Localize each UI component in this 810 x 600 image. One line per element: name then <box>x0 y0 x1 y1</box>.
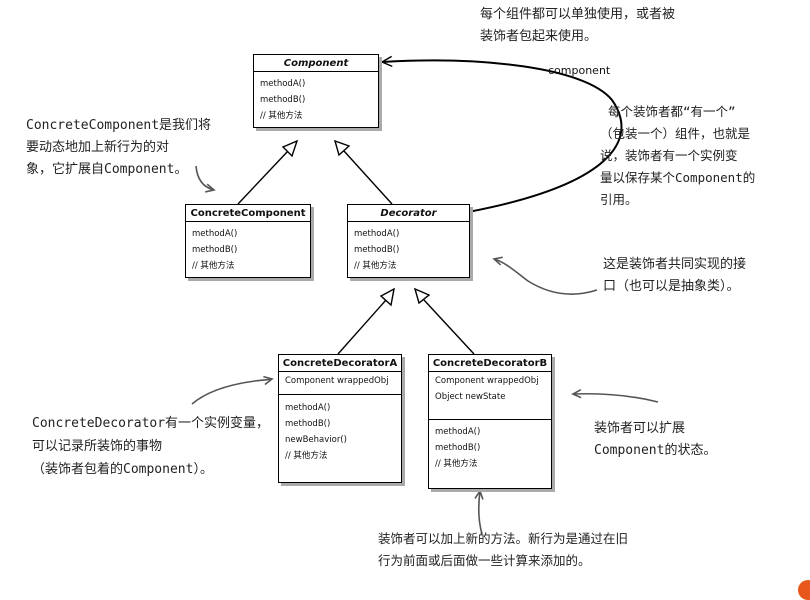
note-line: ConcreteDecorator有一个实例变量， <box>32 416 270 431</box>
method: // 其他方法 <box>260 111 303 121</box>
method: // 其他方法 <box>435 459 478 469</box>
method: methodB() <box>354 245 400 255</box>
pointer-arrow <box>492 256 598 295</box>
inheritance-line-decorator-a <box>337 299 387 355</box>
inheritance-line-decorator-b <box>423 299 475 355</box>
class-name: ConcreteDecoratorB <box>429 355 551 372</box>
method: methodB() <box>260 95 306 105</box>
pointer-arrow <box>195 165 216 193</box>
class-name: Decorator <box>348 205 469 222</box>
note-line: 每个装饰者都“有一个” <box>608 104 736 119</box>
note-line: （包装一个）组件，也就是 <box>600 126 751 141</box>
note-line: 装饰者可以加上新的方法。新行为是通过在旧 <box>378 531 629 546</box>
method: // 其他方法 <box>285 451 328 461</box>
method: newBehavior() <box>285 435 347 445</box>
note-line: 量以保存某个Component的 <box>600 170 756 185</box>
note-line: 每个组件都可以单独使用，或者被 <box>480 7 676 22</box>
note-line: 装饰者包起来使用。 <box>480 29 598 44</box>
note-line: 引用。 <box>600 192 638 207</box>
inheritance-line-decorator <box>343 150 393 205</box>
inheritance-line-concrete-component <box>237 150 289 205</box>
pointer-arrow <box>474 489 484 535</box>
method: methodB() <box>192 245 238 255</box>
fields-section: Component wrappedObj <box>279 372 401 394</box>
inheritance-arrowhead <box>413 287 431 305</box>
inheritance-arrowhead <box>281 139 299 158</box>
inheritance-arrowhead <box>333 139 351 157</box>
page-corner-tab <box>798 580 810 600</box>
note-line: 可以记录所装饰的事物 <box>32 439 163 454</box>
class-name: ConcreteDecoratorA <box>279 355 401 372</box>
note-line: 说，装饰者有一个实例变 <box>600 148 738 163</box>
field: Component wrappedObj <box>435 376 539 386</box>
method: methodA() <box>285 403 331 413</box>
note-line: 这是装饰者共同实现的接 <box>603 257 747 272</box>
pointer-arrow <box>191 375 274 405</box>
class-concrete-decorator-a: ConcreteDecoratorA Component wrappedObj … <box>278 354 402 483</box>
note-line: （装饰者包着的Component）。 <box>32 462 213 477</box>
note-top: 每个组件都可以单独使用，或者被 装饰者包起来使用。 <box>480 4 675 48</box>
association-arc <box>382 60 623 213</box>
methods-section: methodA() methodB() // 其他方法 <box>348 222 469 277</box>
note-bottom: 装饰者可以加上新的方法。新行为是通过在旧 行为前面或后面做一些计算来添加的。 <box>378 528 628 572</box>
note-line: 装饰者可以扩展 <box>594 421 686 436</box>
field: Object newState <box>435 392 506 402</box>
note-right-mid: 这是装饰者共同实现的接 口（也可以是抽象类）。 <box>603 254 746 298</box>
methods-section: methodA() methodB() // 其他方法 <box>254 72 378 127</box>
method: methodA() <box>260 79 306 89</box>
methods-section: methodA() methodB() // 其他方法 <box>429 419 551 488</box>
note-right-bottom: 装饰者可以扩展 Component的状态。 <box>594 418 716 462</box>
note-line: 象，它扩展自Component。 <box>26 162 188 177</box>
class-component: Component methodA() methodB() // 其他方法 <box>253 54 379 128</box>
method: methodB() <box>435 443 481 453</box>
methods-section: methodA() methodB() // 其他方法 <box>186 222 310 277</box>
method: methodA() <box>354 229 400 239</box>
pointer-arrow <box>571 389 659 403</box>
note-left-bottom: ConcreteDecorator有一个实例变量， 可以记录所装饰的事物 （装饰… <box>32 412 269 481</box>
method: methodA() <box>192 229 238 239</box>
note-line: ConcreteComponent是我们将 <box>26 118 212 133</box>
method: // 其他方法 <box>192 261 235 271</box>
class-decorator: Decorator methodA() methodB() // 其他方法 <box>347 204 470 278</box>
note-line: 口（也可以是抽象类）。 <box>603 279 740 294</box>
inheritance-arrowhead <box>379 287 395 307</box>
field: Component wrappedObj <box>285 376 389 386</box>
note-line: 要动态地加上新行为的对 <box>26 140 170 155</box>
note-line: Component的状态。 <box>594 443 717 458</box>
note-line: 行为前面或后面做一些计算来添加的。 <box>378 553 591 568</box>
methods-section: methodA() methodB() newBehavior() // 其他方… <box>279 394 401 482</box>
class-name: Component <box>254 55 378 72</box>
fields-section: Component wrappedObj Object newState <box>429 372 551 419</box>
method: methodB() <box>285 419 331 429</box>
method: // 其他方法 <box>354 261 397 271</box>
method: methodA() <box>435 427 481 437</box>
class-name: ConcreteComponent <box>186 205 310 222</box>
note-left-top: ConcreteComponent是我们将 要动态地加上新行为的对 象，它扩展自… <box>26 115 211 181</box>
class-concrete-decorator-b: ConcreteDecoratorB Component wrappedObj … <box>428 354 552 489</box>
class-concrete-component: ConcreteComponent methodA() methodB() //… <box>185 204 311 278</box>
note-right-top: 每个装饰者都“有一个” （包装一个）组件，也就是 说，装饰者有一个实例变 量以保… <box>600 101 755 211</box>
association-label: component <box>548 64 611 77</box>
